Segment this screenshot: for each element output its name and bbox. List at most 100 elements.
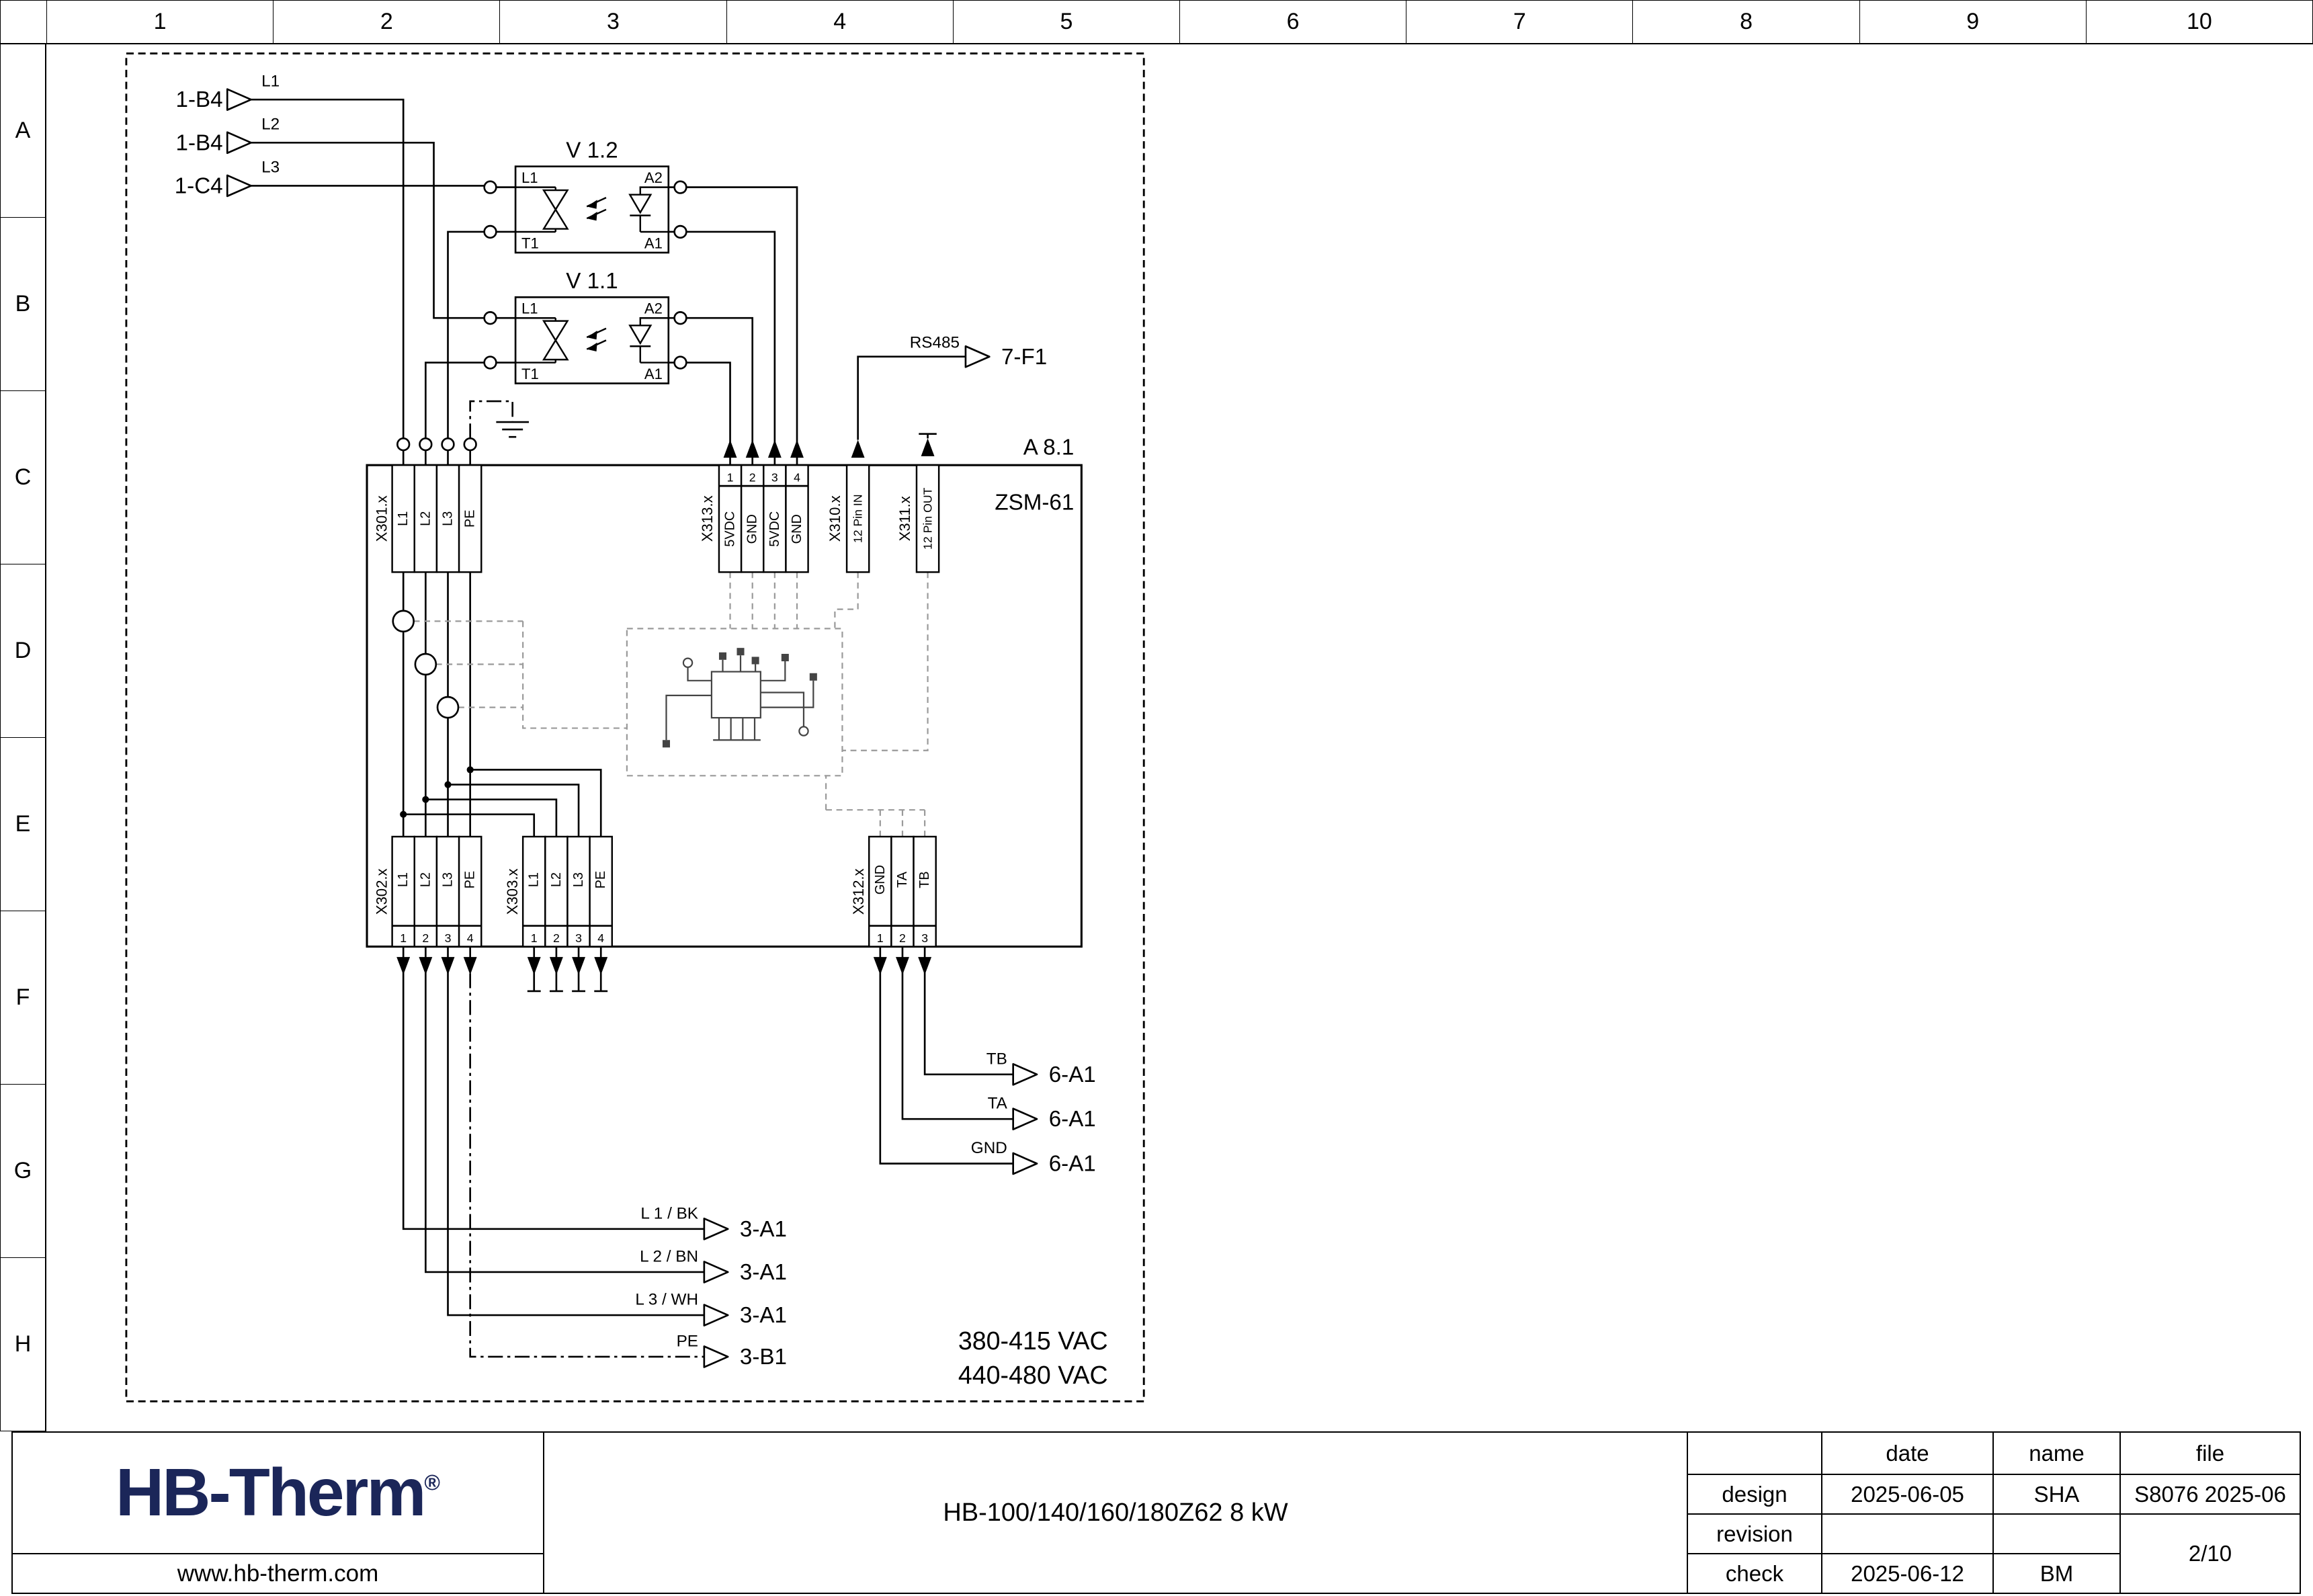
- terminal-label: L1: [521, 169, 538, 186]
- pin-arrow-up-icon: [790, 439, 804, 458]
- pcb-traces: [665, 655, 814, 741]
- pin-number: 3: [921, 931, 928, 945]
- pin-arrow-down-icon: [441, 957, 455, 975]
- terminal-label: L1: [396, 511, 411, 526]
- terminal-block-x312: X312.x 1 2 3 GND TA TB: [850, 835, 937, 948]
- wire: [251, 98, 1013, 1316]
- pin-arrow-up-icon: [745, 439, 759, 458]
- terminal-label: PE: [463, 510, 478, 528]
- target-ref: 6-A1: [1049, 1107, 1096, 1132]
- terminal-block-x303: X303.x 1 2 3 4 L1 L2 L3 PE: [504, 835, 614, 948]
- ssr-v1-2: V 1.2 L1 A2 T1 A1: [483, 138, 687, 254]
- terminal-label: L3: [571, 872, 586, 887]
- terminal-label: L3: [441, 511, 456, 526]
- wire-label: TB: [986, 1050, 1007, 1068]
- terminal-cell: [544, 835, 569, 948]
- drawing-frame: [125, 52, 1145, 1402]
- document-title: HB-100/140/160/180Z62 8 kW: [943, 1498, 1288, 1527]
- connector-triangle-icon: [226, 174, 252, 198]
- led-diode-icon: [630, 186, 669, 233]
- connector-triangle-icon: [964, 345, 991, 368]
- pin-arrow-down-icon: [527, 957, 541, 975]
- column-label-9: 9: [1860, 1, 2087, 43]
- block-name: X311.x: [896, 496, 913, 541]
- triac-icon: [542, 320, 569, 342]
- pin-arrow-up-icon: [921, 438, 935, 456]
- terminal-label: GND: [790, 514, 804, 544]
- voltage-note: 380-415 VAC: [958, 1327, 1108, 1355]
- source-ref: 1-C4: [175, 173, 223, 198]
- terminal-label: TA: [895, 871, 910, 888]
- column-label-2: 2: [274, 1, 501, 43]
- connector-triangle-icon: [703, 1217, 729, 1241]
- target-ref: 6-A1: [1049, 1152, 1096, 1177]
- terminal-block-x301: X301.x L1 L2 L3 PE: [374, 464, 482, 573]
- column-label-7: 7: [1406, 1, 1634, 43]
- terminal-cell: [566, 835, 591, 948]
- design-name: SHA: [1994, 1475, 2119, 1513]
- row-label-E: E: [1, 738, 45, 911]
- wire-label: L 3 / WH: [635, 1291, 698, 1309]
- pin-number: 2: [749, 470, 756, 484]
- connector-triangle-icon: [1012, 1152, 1038, 1175]
- terminal-cell: [915, 464, 940, 573]
- block-name: X302.x: [374, 868, 390, 915]
- pin-arrow-up-icon: [723, 439, 737, 458]
- terminal-cell: [718, 464, 743, 573]
- row-label-D: D: [1, 564, 45, 738]
- bus-label: RS485: [910, 333, 960, 351]
- pcb-outline: [626, 628, 843, 777]
- ruler-corner: [1, 1, 47, 43]
- terminal-cell: [458, 835, 482, 948]
- target-ref: 3-B1: [740, 1345, 787, 1370]
- revision-date: [1822, 1515, 1992, 1553]
- ssr-v1-1: V 1.1 L1 A2 T1 A1: [483, 269, 687, 384]
- terminal-label: TB: [917, 871, 932, 888]
- terminal-cell: [913, 835, 937, 948]
- terminal-cell: [391, 835, 415, 948]
- terminal-label: 12 Pin OUT: [921, 487, 935, 550]
- target-ref: 3-A1: [740, 1303, 787, 1328]
- triac-icon: [542, 208, 569, 230]
- connector-triangle-icon: [703, 1345, 729, 1368]
- top-ruler: 1 2 3 4 5 6 7 8 9 10: [0, 0, 2313, 44]
- pin-number: 1: [531, 931, 538, 945]
- pin-arrow-down-icon: [572, 957, 586, 975]
- hb-therm-logo: HB-Therm®: [116, 1455, 440, 1530]
- ssr-body: [514, 165, 670, 254]
- wire-label: L1: [261, 72, 280, 90]
- pe-wire: [469, 400, 704, 1358]
- pin-number: 3: [771, 470, 778, 484]
- row-label-H: H: [1, 1258, 45, 1431]
- terminal-label: L2: [418, 872, 433, 887]
- current-sensor-icon: [436, 696, 460, 719]
- signal-outputs: TB 6-A1 TA 6-A1 GND 6-A1: [971, 1050, 1096, 1176]
- terminal-cell: [868, 835, 892, 948]
- terminal-cell: [890, 835, 915, 948]
- source-ref: 1-B4: [176, 130, 223, 155]
- wire-label: L 2 / BN: [640, 1247, 698, 1265]
- column-label-6: 6: [1180, 1, 1407, 43]
- title-block: HB-Therm® www.hb-therm.com HB-100/140/16…: [11, 1431, 2301, 1594]
- current-sensors: [392, 610, 474, 818]
- website-cell: www.hb-therm.com: [13, 1554, 543, 1593]
- led-diode-icon: [628, 194, 653, 214]
- wires: [251, 98, 1013, 1358]
- row-label-A: A: [1, 44, 45, 218]
- row-label-C: C: [1, 391, 45, 564]
- terminal-cell: [391, 464, 415, 573]
- wire-label: L3: [261, 159, 280, 177]
- terminal-block-x311: X311.x 12 Pin OUT: [896, 464, 940, 573]
- pin-arrow-down-icon: [463, 957, 477, 975]
- block-name: X303.x: [504, 868, 521, 915]
- entry-terminals: [396, 437, 477, 452]
- check-date: 2025-06-12: [1822, 1554, 1992, 1593]
- terminal-cell: [435, 464, 460, 573]
- terminal-label: 5VDC: [723, 511, 738, 547]
- terminal-label: T1: [521, 235, 539, 251]
- opto-arrows-icon: [587, 342, 597, 351]
- wire-label: L 1 / BK: [640, 1204, 698, 1222]
- module-outline: [366, 464, 1083, 948]
- opto-arrows-icon: [587, 200, 597, 209]
